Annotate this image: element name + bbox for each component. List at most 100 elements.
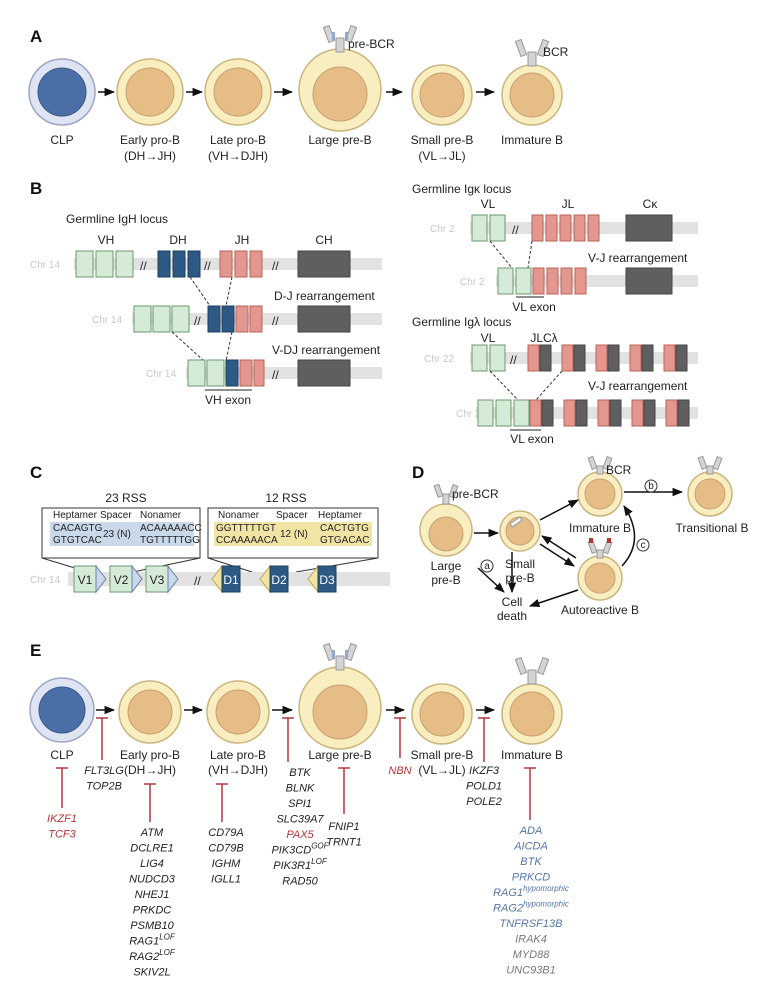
- nucleus: [694, 478, 726, 510]
- cl-segment: [677, 399, 690, 427]
- connector: [132, 557, 201, 573]
- jh-segment: [239, 359, 253, 387]
- gene-name: IGLL1: [211, 874, 241, 886]
- ch-segment: [297, 305, 351, 333]
- gene-superscript: hypomorphic: [523, 884, 569, 893]
- jl-segment: [665, 399, 678, 427]
- d-large-label: pre-B: [431, 573, 460, 587]
- d-segment-label: D3: [319, 573, 335, 587]
- seg-vl-label: VL: [481, 197, 496, 211]
- gene-name: FNIP1: [328, 821, 359, 833]
- d-segment-label: D1: [223, 573, 239, 587]
- arrow: [477, 567, 505, 593]
- arrow: [621, 505, 636, 567]
- vh-segment: [187, 359, 206, 387]
- gene-name: PIK3CDGOF: [271, 842, 329, 857]
- jl-segment: [560, 267, 573, 295]
- rss12-title: 12 RSS: [265, 491, 306, 505]
- rss23-seq: ACAAAAACC: [140, 523, 202, 534]
- chr-label: Chr 14: [92, 315, 122, 326]
- nucleus: [312, 66, 368, 122]
- d-death-label: Cell: [502, 595, 523, 609]
- jl-segment: [527, 344, 540, 372]
- gene-name: RAG2hypomorphic: [493, 900, 569, 915]
- join-line: [225, 276, 233, 307]
- gene-name: SPI1: [288, 798, 312, 810]
- dh-segment: [172, 250, 186, 278]
- genes-early: ATMDCLRE1LIG4NUDCD3NHEJ1PRKDCPSMB10RAG1L…: [129, 827, 176, 979]
- gene-name: UNC93B1: [506, 965, 556, 977]
- join-line: [489, 240, 513, 269]
- cell-sub-small-pre-b: (VL→JL): [418, 149, 465, 163]
- e-cell-label: Late pro-B: [210, 748, 266, 762]
- cl-segment: [575, 399, 588, 427]
- vh-segment: [171, 305, 190, 333]
- rss23-seq: 23 (N): [103, 529, 131, 540]
- gene-name: CD79B: [208, 843, 243, 855]
- e-cell-label: Large pre-B: [308, 748, 371, 762]
- gene-name: AICDA: [513, 841, 548, 853]
- nucleus: [584, 562, 616, 594]
- v-segment-label: V3: [150, 573, 165, 587]
- rss12-seq: CACTGTG: [320, 523, 369, 534]
- gene-superscript: LOF: [159, 948, 176, 957]
- rss12-highlight: [214, 522, 372, 546]
- cell-label-early-pro-b: Early pro-B: [120, 133, 180, 147]
- nucleus: [215, 689, 261, 735]
- d1-segment: D1: [211, 564, 241, 594]
- jh-segment: [253, 359, 265, 387]
- gene-name: TRNT1: [326, 837, 361, 849]
- igh-title: Germline IgH locus: [66, 212, 168, 226]
- dh-segment: [225, 359, 239, 387]
- gene-name: PRKCD: [512, 872, 551, 884]
- v-segment-label: V1: [78, 573, 93, 587]
- gene-name: RAG2LOF: [129, 948, 176, 963]
- pre-bcr-receptor-icon: [322, 642, 358, 671]
- vl-segment: [471, 214, 488, 242]
- cl-segment: [641, 344, 654, 372]
- jl-segment: [574, 267, 587, 295]
- cl-segment: [609, 399, 622, 427]
- jl-segment: [529, 399, 542, 427]
- v2-segment: V2: [109, 564, 143, 594]
- chr-label: Chr 2: [430, 224, 455, 235]
- seg-vh-label: VH: [98, 233, 115, 247]
- rss12-seq: CCAAAAACA: [216, 535, 278, 546]
- igk-exon-label: VL exon: [512, 300, 556, 314]
- nucleus: [584, 478, 616, 510]
- jl-segment: [595, 344, 608, 372]
- gene-name: TNFRSF13B: [500, 918, 563, 930]
- cell-label-immature-b: Immature B: [501, 133, 563, 147]
- e-cell-sub: (VH→DJH): [208, 763, 268, 777]
- gene-name: POLD1: [466, 781, 502, 793]
- join-line: [225, 331, 233, 362]
- vh-segment: [152, 305, 171, 333]
- gene-name: ADA: [519, 825, 543, 837]
- panel-b-igl: Germline Igλ locus VL JLCλ Chr 22 // V-J…: [412, 315, 698, 446]
- rss23-seq: CACAGTG: [53, 523, 103, 534]
- clp-nucleus: [38, 686, 86, 734]
- gene-name: TOP2B: [86, 781, 122, 793]
- chr-label: Chr 14: [30, 575, 60, 586]
- gene-name: BLNK: [286, 783, 315, 795]
- d3-segment: D3: [307, 564, 337, 594]
- seg-jl-label: JL: [562, 197, 575, 211]
- gene-superscript: GOF: [311, 842, 329, 851]
- d2-segment: D2: [259, 564, 289, 594]
- e-cell-sub: (VL→JL): [418, 763, 465, 777]
- connector: [207, 557, 253, 573]
- nucleus: [125, 67, 175, 117]
- marker-b-label: b: [648, 481, 654, 492]
- gene-name: BTK: [520, 856, 542, 868]
- jl-segment: [663, 344, 676, 372]
- ch-segment: [297, 250, 351, 278]
- gene-name: TCF3: [48, 829, 76, 841]
- d-transitional-label: Transitional B: [676, 521, 749, 535]
- rss23-seq: GTGTCAC: [53, 535, 102, 546]
- nucleus: [419, 72, 465, 118]
- dh-segment: [221, 305, 235, 333]
- vh-exon-label: VH exon: [205, 393, 251, 407]
